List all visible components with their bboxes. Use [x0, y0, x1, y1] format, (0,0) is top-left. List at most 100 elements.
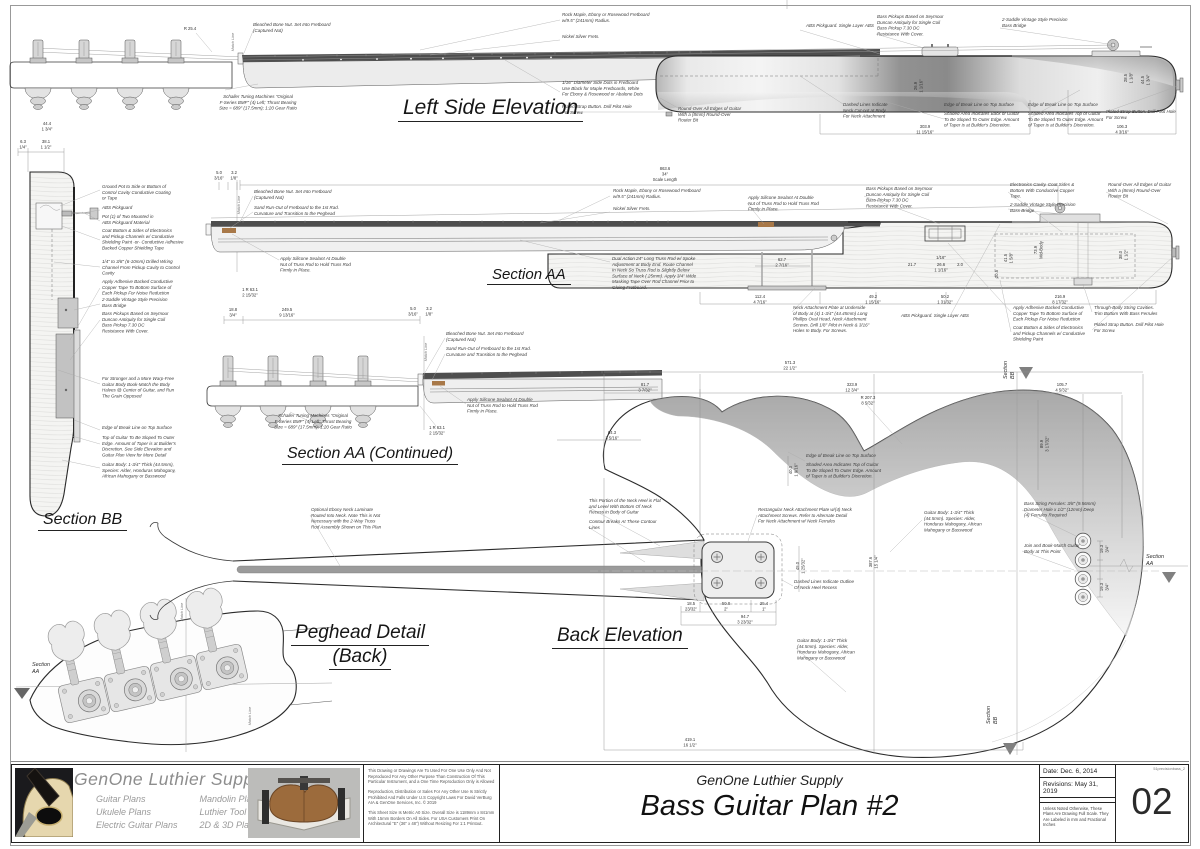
annotation-text: 28.51 1/8"	[1123, 72, 1133, 83]
annotation-text: Nickel Silver Frets.	[562, 34, 600, 39]
annotation-text: 19.33/4"	[1099, 582, 1109, 591]
title-section-aa-continued: Section AA (Continued)	[282, 445, 459, 465]
annotation-text: Bass String Ferrules: 3/8" (9.56mm)Diame…	[1024, 501, 1096, 518]
legal-paragraph-3: This Sheet Size Is Metric A0 Size. Overa…	[368, 810, 495, 827]
annotation-text: ABS Pickguard	[101, 205, 133, 210]
legal-cell: This Drawing or Drawings Are To Used For…	[364, 765, 500, 842]
annotation-text: Edge of Break Line on Top Surface	[102, 425, 172, 430]
annotation-text: ABS Pickguard. Single Layer ABS	[805, 23, 874, 28]
plan-title-cell: GenOne Luthier Supply Bass Guitar Plan #…	[500, 765, 1040, 842]
title-peghead-detail: Peghead Detail (Back)	[255, 622, 465, 670]
annotation-text: SectionBB	[986, 706, 999, 724]
annotation-text: R 25.4	[184, 26, 197, 31]
annotation-text: Match Line	[237, 196, 241, 215]
annotation-text: Sand Run-Out of Fretboard to the 1st Rad…	[446, 346, 531, 357]
annotation-text: Edge of Break Line on Top Surface	[944, 102, 1014, 107]
annotation-text: SectionBB	[1003, 361, 1016, 379]
plan-column-1: Guitar Plans Ukulele Plans Electric Guit…	[96, 793, 178, 832]
annotation-text: Guitar Body: 1-3/4" Thick (44.5mm),Speci…	[101, 462, 176, 479]
plan-item: Electric Guitar Plans	[96, 820, 178, 830]
annotation-text: Guitar Body: 1-3/4" Thick(44.5mm). Speci…	[924, 510, 982, 532]
scale-note: Unless Noted Otherwise, These Plans Are …	[1043, 806, 1109, 828]
annotation-text: 1/16"	[936, 255, 946, 260]
title-section-bb: Section BB	[38, 511, 128, 531]
sheet-number-cell: 51precisionbass_2 02	[1116, 765, 1188, 842]
plan-drawing-canvas: Schaller Tuning Machines "OriginalF-Seri…	[9, 0, 1188, 758]
annotation-text: 19.33/4"	[1099, 544, 1109, 553]
brand-name: GenOne Luthier Supplies	[74, 769, 283, 789]
annotation-text: Match Line	[248, 707, 252, 726]
annotation-text: Match Line	[180, 603, 184, 622]
title-peghead-line1: Peghead Detail	[291, 622, 429, 646]
logo-photo-guitar-mold	[248, 768, 360, 838]
title-section-aa: Section AA	[487, 266, 571, 285]
section-bb-drawing	[17, 148, 101, 517]
annotation-text: 44.51 3/4"	[1140, 74, 1150, 85]
left-side-elevation-drawing	[9, 19, 1184, 135]
title-peghead-line2: (Back)	[328, 646, 392, 670]
back-elevation-drawing	[149, 367, 1188, 758]
plan-item: Mandolin Plans	[199, 794, 262, 804]
logo-cell: GenOne Luthier Supplies Guitar Plans Uku…	[12, 765, 364, 842]
annotation-text: Sand Run-Out of Fretboard to the 1st Rad…	[254, 205, 339, 216]
legal-paragraph-2: Reproduction, Distribution or Sales For …	[368, 789, 492, 806]
annotation-text: 26.91 1/16"	[913, 79, 923, 93]
annotation-text: Electronics Cavity. Coat Sides &Bottom W…	[1010, 182, 1075, 199]
annotation-text: Edge of Break Line on Top Surface	[1028, 102, 1098, 107]
section-aa-drawing	[205, 180, 1180, 333]
date-cell: Date: Dec. 6, 2014 Revisions: May 31, 20…	[1040, 765, 1116, 842]
plan-item: Ukulele Plans	[96, 807, 152, 817]
annotation-text: Edge of Break Line on Top Surface	[806, 453, 876, 458]
legal-paragraph-1: This Drawing or Drawings Are To Used For…	[368, 768, 495, 785]
plan-column-2: Mandolin Plans Luthier Tool Plans 2D & 3…	[200, 793, 272, 832]
plan-item: Guitar Plans	[96, 794, 146, 804]
annotation-text: Match Line	[231, 33, 235, 52]
annotation-text: Through-Body String Cavities.Trim Bottom…	[1094, 305, 1158, 316]
annotation-text: 40.01 9/16"	[788, 463, 798, 477]
annotation-text: 38.01 1/2"	[1118, 249, 1128, 260]
